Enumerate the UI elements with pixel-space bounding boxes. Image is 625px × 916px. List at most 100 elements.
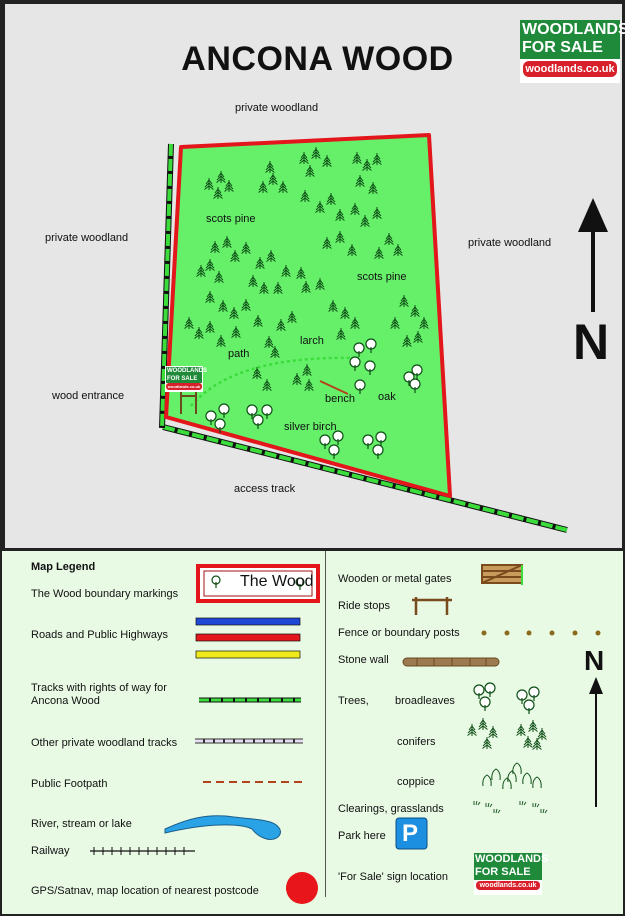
conifer-icon <box>216 335 226 347</box>
label-private-woodland-top: private woodland <box>235 102 319 114</box>
conifer-icon <box>255 257 265 269</box>
ride-stop-symbol <box>412 597 452 615</box>
label-private-woodland-right: private woodland <box>468 237 552 249</box>
fence-post-icon <box>526 630 532 636</box>
legend-railway-label: Railway <box>31 845 70 857</box>
wood-sample-label: The Wood <box>240 573 314 590</box>
conifer-icon <box>326 193 336 205</box>
park-symbol <box>395 817 428 850</box>
map-title: ANCONA WOOD <box>181 40 454 78</box>
legend-broadleaves-label: broadleaves <box>395 695 455 707</box>
stone-wall-symbol <box>402 657 500 667</box>
conifer-icon <box>340 307 350 319</box>
conifer-icon <box>229 307 239 319</box>
conifer-icon <box>413 331 423 343</box>
coppice-icon <box>507 770 517 783</box>
legend-private-tracks-label: Other private woodland tracks <box>31 737 178 749</box>
conifer-icon <box>241 299 251 311</box>
conifer-icon <box>205 291 215 303</box>
legend-gates-label: Wooden or metal gates <box>338 573 452 585</box>
logo-line-2: FOR SALE <box>520 39 620 59</box>
conifer-icon <box>410 305 420 317</box>
conifer-icon <box>322 237 332 249</box>
conifer-icon <box>372 207 382 219</box>
conifer-icon <box>214 271 224 283</box>
fence-post-icon <box>572 630 578 636</box>
conifer-icon <box>301 281 311 293</box>
logo-line-1: WOODLANDS <box>520 20 625 39</box>
road-yellow-symbol <box>195 650 301 659</box>
conifer-icon <box>205 321 215 333</box>
entrance-track-line <box>159 143 174 429</box>
conifer-icon <box>210 241 220 253</box>
grass-icon <box>532 802 540 808</box>
entrance-gate-symbol <box>180 390 197 414</box>
conifer-icon <box>419 317 429 329</box>
conifer-icon <box>268 173 278 185</box>
conifer-icon <box>184 317 194 329</box>
conifer-icon <box>196 265 206 277</box>
conifer-icon <box>262 379 272 391</box>
conifer-icon <box>231 326 241 338</box>
coppice-icon <box>522 772 532 785</box>
label-path: path <box>228 348 250 360</box>
conifer-icon <box>335 209 345 221</box>
conifer-icon <box>322 155 332 167</box>
conifer-icon <box>258 181 268 193</box>
conifer-icon <box>393 244 403 256</box>
conifer-icon <box>478 718 488 730</box>
bench-marker <box>319 380 349 395</box>
label-scots-pine-1: scots pine <box>206 213 256 225</box>
label-scots-pine-2: scots pine <box>357 271 407 283</box>
conifer-icon <box>384 233 394 245</box>
legend-heading: Map Legend <box>31 561 96 573</box>
coppice-icon <box>532 776 542 789</box>
conifer-icon <box>264 336 274 348</box>
legend-divider <box>325 551 326 897</box>
label-bench: bench <box>325 393 355 405</box>
broadleaf-trees <box>205 338 423 459</box>
label-silver-birch: silver birch <box>284 421 337 433</box>
conifer-icon <box>350 317 360 329</box>
conifer-icon <box>368 182 378 194</box>
legend-postcode-label: GPS/Satnav, map location of nearest post… <box>31 885 259 897</box>
road-blue-symbol <box>195 617 301 626</box>
coppice-icon <box>512 762 522 775</box>
conifer-icon <box>399 295 409 307</box>
conifer-icon <box>194 327 204 339</box>
conifer-icon <box>328 300 338 312</box>
legend-logo-url: woodlands.co.uk <box>476 881 540 890</box>
conifer-icon <box>516 724 526 736</box>
label-access-track: access track <box>234 483 296 495</box>
for-sale-sign-marker: WOODLANDS FOR SALE woodlands.co.uk <box>165 366 207 392</box>
conifer-icon <box>372 153 382 165</box>
fence-post-icon <box>504 630 510 636</box>
label-wood-entrance: wood entrance <box>52 390 125 402</box>
grass-icon <box>540 808 548 814</box>
conifer-icon <box>213 187 223 199</box>
conifer-icon <box>374 247 384 259</box>
legend-river-label: River, stream or lake <box>31 818 132 830</box>
conifer-icon <box>304 379 314 391</box>
conifer-icon <box>467 724 477 736</box>
grass-icon <box>519 800 527 806</box>
north-label: N <box>573 314 610 370</box>
wood-boundary <box>164 133 452 498</box>
conifer-icon <box>287 311 297 323</box>
conifer-icon <box>265 161 275 173</box>
legend-footpath-label: Public Footpath <box>31 778 108 790</box>
label-oak: oak <box>378 391 396 403</box>
conifer-icon <box>259 282 269 294</box>
conifer-icon <box>204 178 214 190</box>
conifer-icon <box>537 728 547 740</box>
legend-logo-line-1: WOODLANDS <box>474 853 549 866</box>
conifer-icon <box>241 242 251 254</box>
legend-logo-line-2: FOR SALE <box>474 866 542 880</box>
conifer-icon <box>350 203 360 215</box>
legend-north-arrow-icon <box>589 677 603 807</box>
fence-post-symbol <box>481 630 601 636</box>
legend-for-sale-label: 'For Sale' sign location <box>338 871 448 883</box>
legend-fence-label: Fence or boundary posts <box>338 627 460 639</box>
conifer-icon <box>335 231 345 243</box>
